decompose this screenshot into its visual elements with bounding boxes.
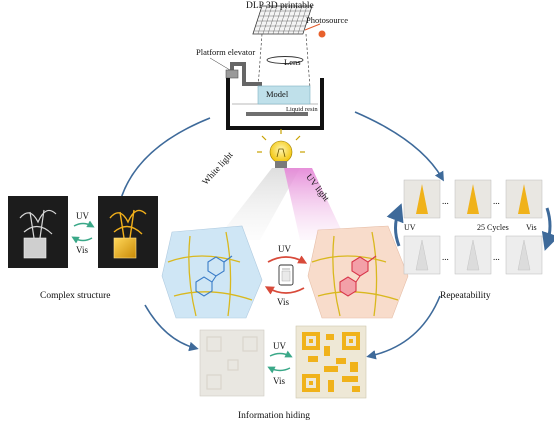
- photosource-label: Photosource: [306, 15, 349, 25]
- cycle-arrow-repeat-to-info: [366, 295, 441, 360]
- printer-title: DLP 3D printable: [246, 1, 314, 11]
- lens: [266, 56, 304, 64]
- platform-elevator-label: Platform elevator: [196, 47, 256, 57]
- repeat-row-vis: [403, 235, 543, 275]
- molecule-blue: [195, 255, 233, 297]
- model-block: [257, 85, 311, 105]
- repeat-right-arrow: [541, 207, 554, 251]
- complex-vis-label: Vis: [76, 245, 88, 255]
- complex-structure-caption: Complex structure: [40, 291, 111, 301]
- info-vis-arrow: [267, 366, 291, 374]
- center-switch: [264, 255, 308, 295]
- model-label: Model: [266, 89, 289, 99]
- repeat-vis-label: Vis: [526, 223, 537, 232]
- uv-light-beam: [284, 168, 346, 240]
- cycle-arrow-complex-to-info: [144, 304, 199, 352]
- liquid-resin-label: Liquid resin: [286, 106, 318, 113]
- repeat-ellipsis-bottom-2: ...: [493, 252, 500, 262]
- platform-elevator-arm: [230, 62, 262, 86]
- white-light-beam: [216, 168, 300, 240]
- center-uv-label: UV: [278, 244, 291, 254]
- repeat-ellipsis-top-2: ...: [493, 196, 500, 206]
- information-hiding-caption: Information hiding: [238, 411, 311, 421]
- info-uv-arrow: [269, 350, 293, 358]
- light-bulb: [216, 129, 346, 240]
- repeatability-caption: Repeatability: [440, 291, 491, 301]
- complex-uv-arrow: [73, 220, 95, 228]
- repeat-ellipsis-top-1: ...: [442, 196, 449, 206]
- complex-uv-label: UV: [76, 211, 89, 221]
- lens-label: Lens: [284, 57, 301, 67]
- molecule-red: [339, 255, 377, 297]
- information-hiding-panel: [199, 325, 367, 399]
- complex-vis-arrow: [71, 236, 93, 244]
- network-cube-white: [161, 225, 263, 319]
- repeatability-panel: [386, 179, 554, 275]
- repeat-ellipsis-bottom-1: ...: [442, 252, 449, 262]
- build-plate: [246, 112, 308, 116]
- complex-structure-panel: [8, 196, 158, 268]
- info-vis-label: Vis: [273, 376, 285, 386]
- dlp-printer: [209, 5, 326, 130]
- projector-grid: [252, 5, 313, 35]
- network-cube-uv: [307, 225, 409, 319]
- cycle-arrow-printer-to-repeat: [354, 111, 444, 182]
- qr-hidden: [199, 329, 265, 397]
- resin-vat: [226, 78, 324, 130]
- photosource-dot: [318, 30, 326, 38]
- repeat-row-uv: [403, 179, 543, 219]
- repeat-left-arrow: [386, 203, 404, 247]
- repeat-cycles-label: 25 Cycles: [477, 223, 509, 232]
- center-vis-arrow: [264, 286, 305, 295]
- info-uv-label: UV: [273, 341, 286, 351]
- center-vis-label: Vis: [277, 297, 289, 307]
- photosource-beam: [304, 23, 321, 31]
- repeat-uv-label: UV: [404, 223, 416, 232]
- center-uv-arrow: [267, 255, 308, 264]
- phone-icon: [278, 264, 294, 286]
